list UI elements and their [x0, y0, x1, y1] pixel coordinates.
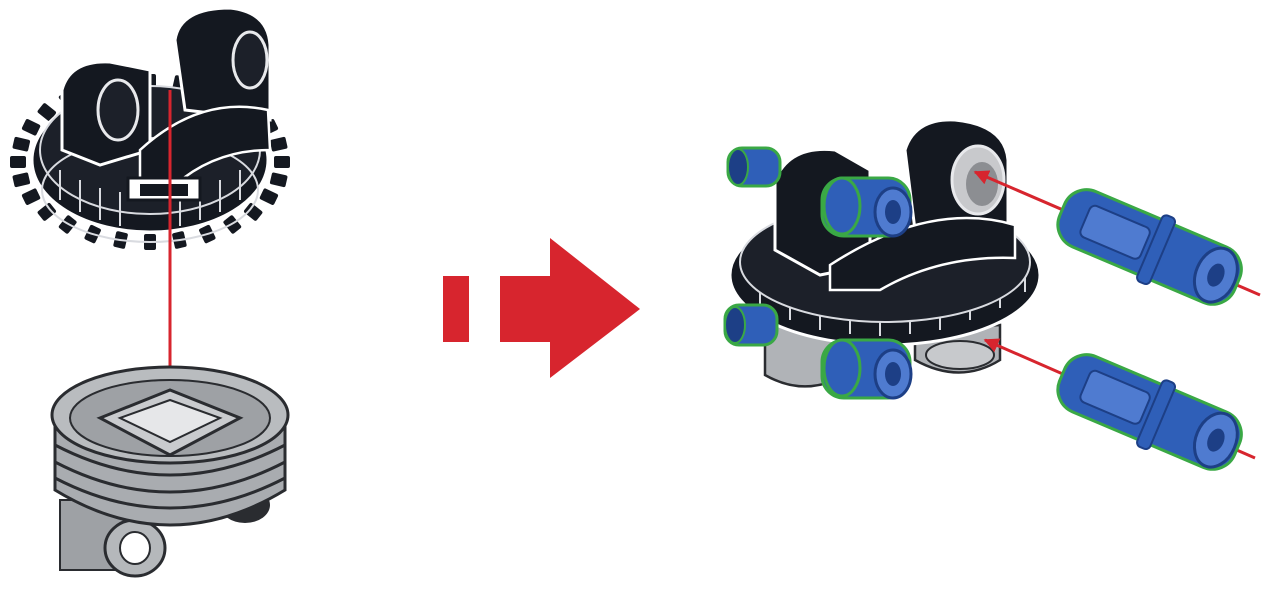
inserted-pin-top-left — [728, 148, 780, 186]
step-arrow — [443, 238, 640, 378]
gear-tooth — [268, 171, 289, 189]
turntable-base — [52, 367, 288, 576]
turntable-gear-top — [9, 8, 291, 251]
gear-tooth — [258, 186, 280, 206]
gear-tooth — [9, 155, 27, 169]
loose-pin-lower — [985, 340, 1255, 482]
gear-tooth — [20, 186, 42, 206]
inserted-pin-bottom-left — [725, 305, 777, 345]
gear-tooth — [273, 155, 291, 169]
gear-tooth — [268, 135, 289, 153]
inserted-pin-bottom-right — [822, 340, 911, 398]
inserted-pin-top-right — [822, 178, 911, 236]
gear-tooth — [11, 171, 32, 189]
gear-tooth — [11, 135, 32, 153]
